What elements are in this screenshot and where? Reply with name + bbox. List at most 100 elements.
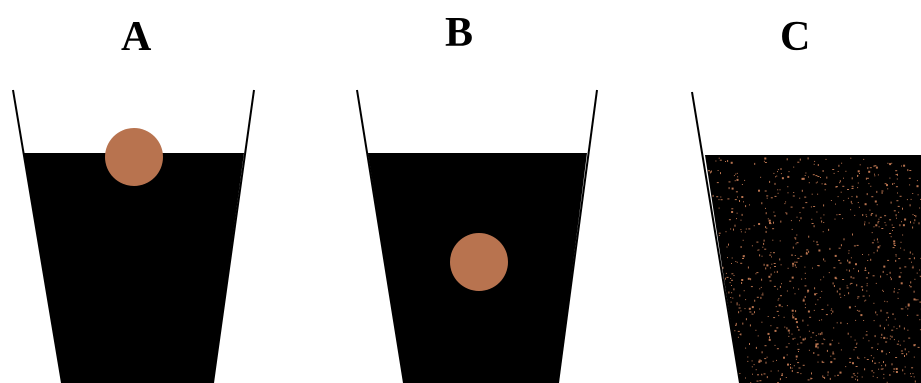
- fine-particle: [838, 165, 839, 167]
- fine-particle: [796, 243, 797, 244]
- fine-particle: [821, 319, 822, 320]
- fine-particle: [761, 374, 762, 375]
- fine-particle: [842, 186, 844, 187]
- fine-particle: [881, 337, 882, 338]
- fine-particle: [762, 247, 763, 248]
- fine-particle: [821, 332, 822, 334]
- fine-particle: [737, 262, 738, 263]
- fine-particle: [755, 330, 756, 331]
- fine-particle: [858, 175, 859, 176]
- fine-particle: [800, 212, 801, 213]
- fine-particle: [798, 351, 799, 352]
- fine-particle: [909, 184, 910, 185]
- fine-particle: [891, 202, 892, 204]
- fine-particle: [835, 277, 837, 279]
- fine-particle: [775, 196, 777, 197]
- fine-particle: [832, 169, 834, 170]
- fine-particle: [768, 316, 769, 317]
- fine-particle: [856, 343, 857, 344]
- fine-particle: [768, 276, 770, 278]
- fine-particle: [787, 186, 788, 187]
- fine-particle: [835, 255, 837, 257]
- fine-particle: [793, 338, 794, 340]
- fine-particle: [855, 320, 856, 321]
- fine-particle: [866, 216, 867, 217]
- fine-particle: [766, 264, 768, 266]
- fine-particle: [914, 376, 915, 377]
- fine-particle: [765, 191, 767, 192]
- fine-particle: [831, 308, 832, 309]
- fine-particle: [738, 331, 740, 332]
- fine-particle: [795, 239, 796, 240]
- fine-particle: [774, 272, 775, 273]
- fine-particle: [901, 351, 903, 352]
- fine-particle: [910, 204, 911, 206]
- fine-particle: [741, 196, 743, 198]
- fine-particle: [878, 219, 879, 220]
- fine-particle: [773, 361, 774, 362]
- fine-particle: [740, 263, 742, 264]
- fine-particle: [732, 258, 733, 259]
- fine-particle: [908, 351, 909, 352]
- fine-particle: [858, 183, 859, 184]
- fine-particle: [760, 297, 761, 299]
- fine-particle: [898, 206, 900, 207]
- fine-particle: [825, 261, 826, 262]
- fine-particle: [800, 342, 802, 343]
- fine-particle: [892, 225, 893, 226]
- fine-particle: [854, 349, 855, 350]
- fine-particle: [883, 291, 884, 292]
- fine-particle: [891, 163, 892, 164]
- fine-particle: [856, 344, 857, 345]
- fine-particle: [769, 336, 770, 338]
- fine-particle: [873, 357, 874, 358]
- fine-particle: [908, 305, 910, 307]
- fine-particle: [727, 160, 728, 162]
- fine-particle: [912, 227, 913, 229]
- fine-particle: [731, 263, 732, 264]
- fine-particle: [880, 276, 881, 278]
- fine-particle: [797, 326, 798, 328]
- fine-particle: [781, 264, 782, 265]
- fine-particle: [752, 306, 754, 308]
- fine-particle: [911, 376, 912, 377]
- fine-particle: [793, 192, 794, 193]
- fine-particle: [836, 214, 837, 215]
- fine-particle: [825, 189, 826, 190]
- fine-particle: [857, 379, 858, 381]
- fine-particle: [813, 174, 815, 175]
- fine-particle: [819, 320, 820, 321]
- fine-particle: [802, 190, 803, 192]
- fine-particle: [815, 346, 817, 348]
- fine-particle: [907, 330, 908, 331]
- fine-particle: [759, 288, 760, 289]
- fine-particle: [881, 369, 883, 370]
- fine-particle: [878, 344, 879, 345]
- fine-particle: [914, 215, 915, 216]
- fine-particle: [846, 270, 847, 271]
- fine-particle: [803, 300, 805, 302]
- fine-particle: [831, 313, 832, 314]
- fine-particle: [777, 271, 778, 273]
- fine-particle: [868, 272, 869, 274]
- fine-particle: [877, 238, 878, 240]
- fine-particle: [900, 196, 902, 197]
- fine-particle: [896, 328, 897, 329]
- fine-particle: [826, 177, 827, 179]
- fine-particle: [913, 373, 914, 374]
- fine-particle: [735, 261, 736, 262]
- fine-particle: [904, 373, 905, 374]
- fine-particle: [735, 180, 736, 181]
- fine-particle: [803, 365, 805, 366]
- fine-particle: [799, 368, 801, 369]
- fine-particle: [892, 184, 893, 185]
- fine-particle: [842, 279, 844, 280]
- fine-particle: [851, 377, 853, 378]
- fine-particle: [857, 187, 858, 188]
- fine-particle: [787, 158, 788, 160]
- fine-particle: [859, 207, 860, 208]
- fine-particle: [894, 288, 895, 289]
- fine-particle: [894, 183, 895, 184]
- fine-particle: [838, 196, 839, 197]
